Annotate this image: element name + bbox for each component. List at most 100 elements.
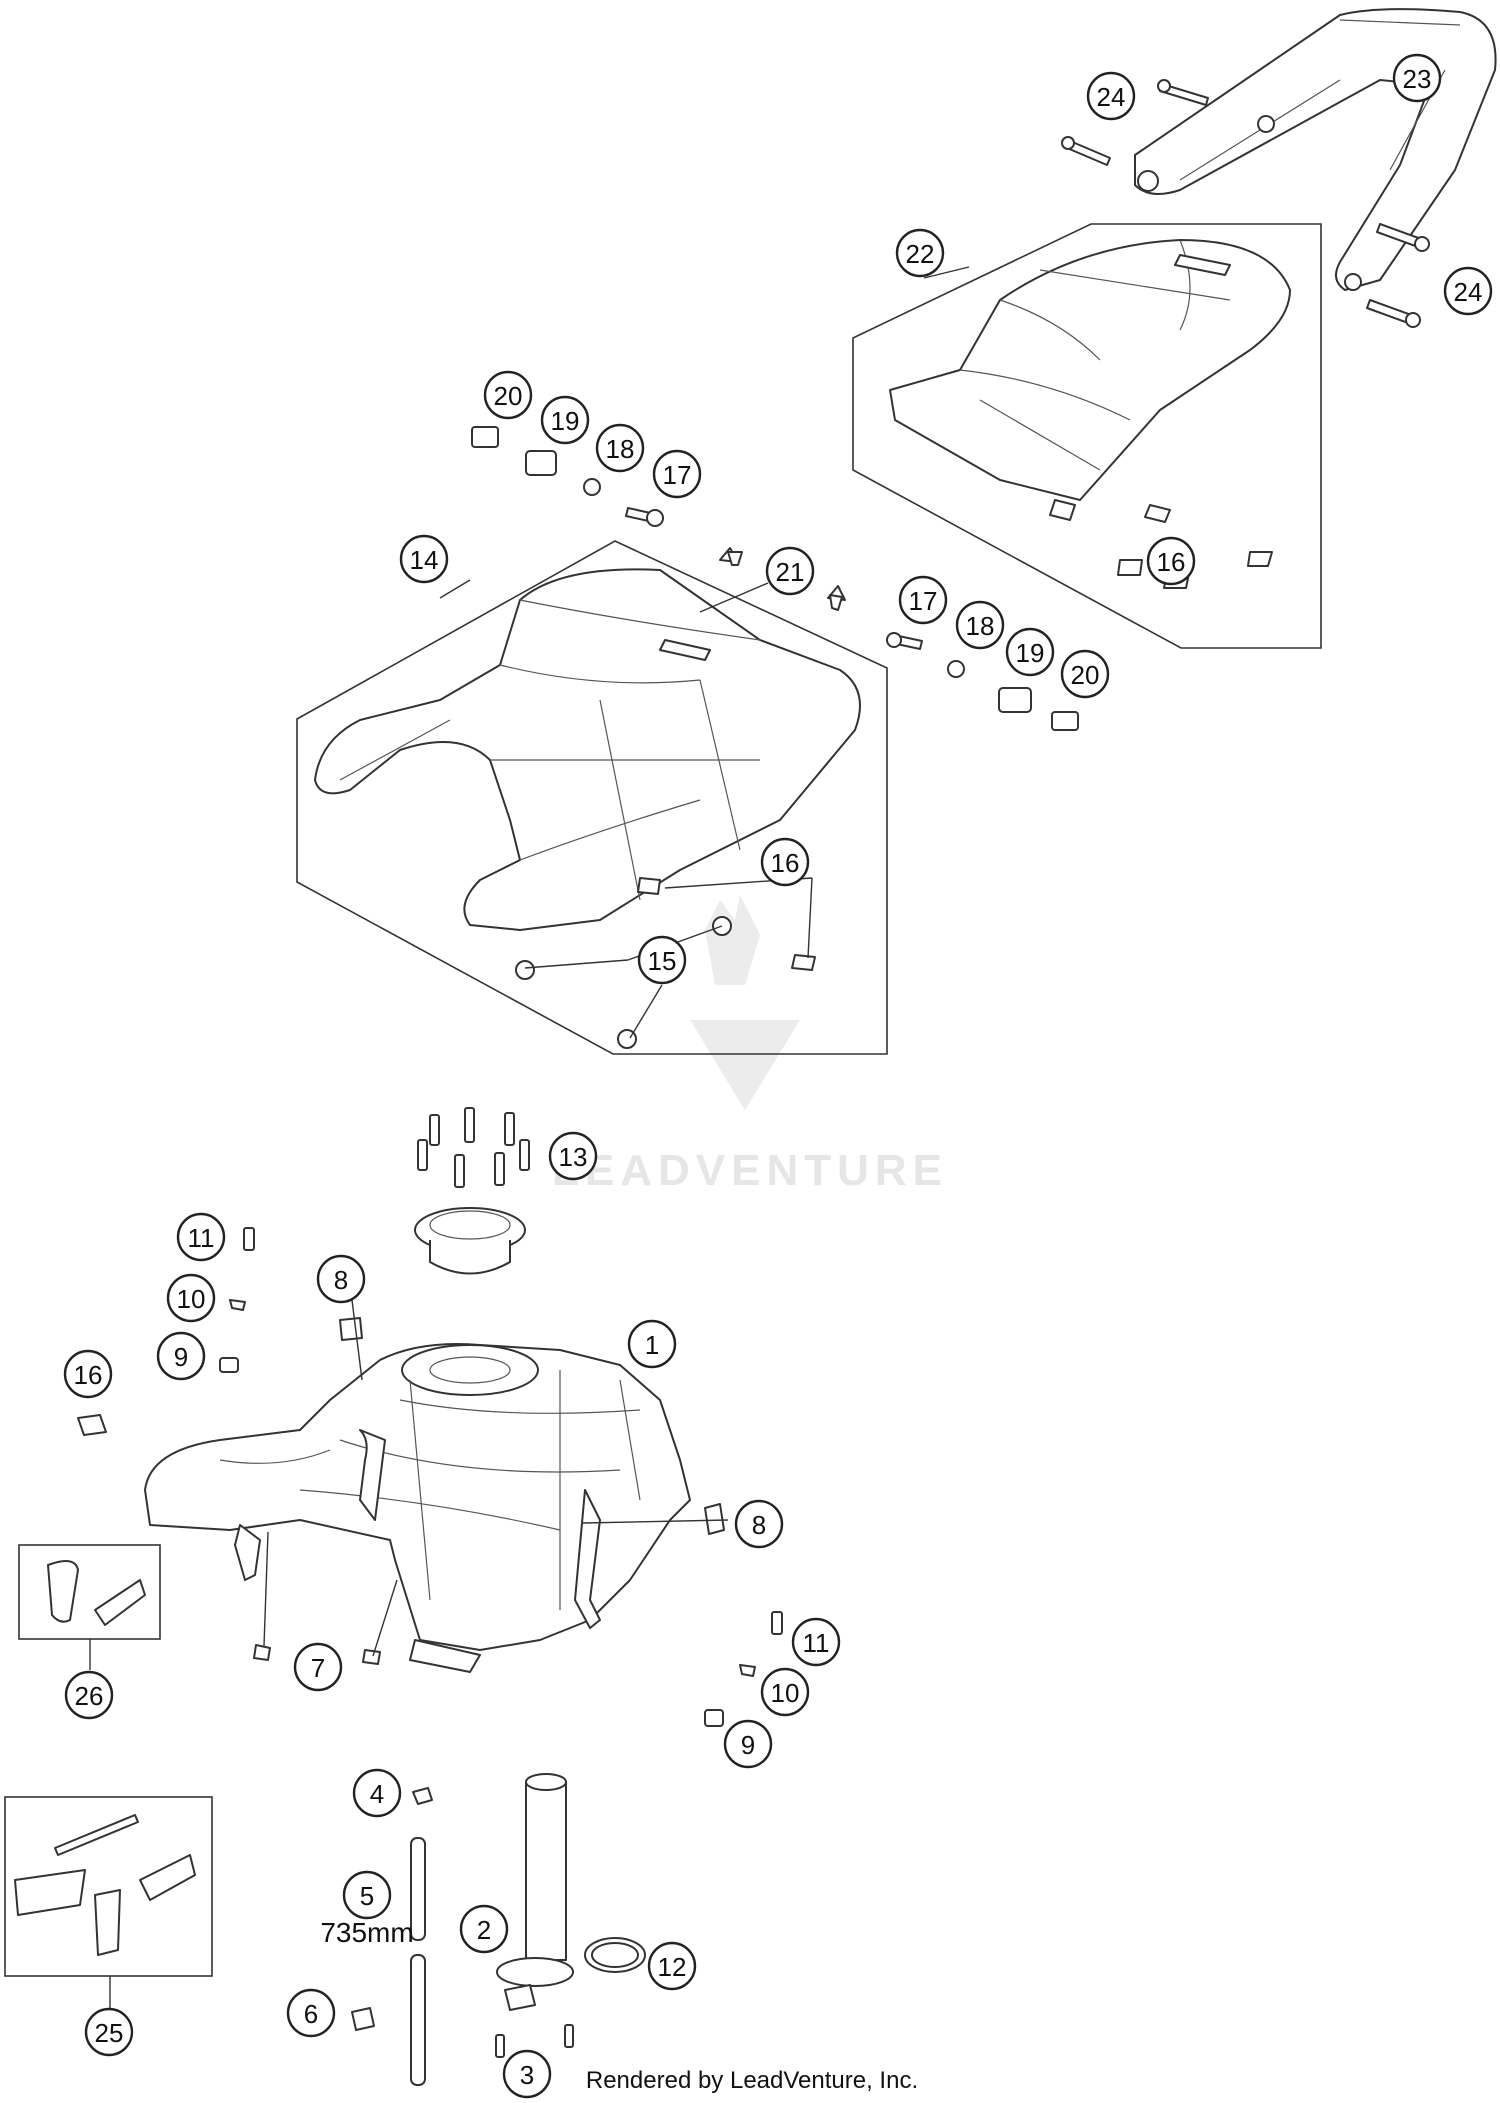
callout-circle (342, 1870, 392, 1920)
callout-8: 8 (316, 1254, 366, 1304)
callout-4: 4 (352, 1768, 402, 1818)
callout-number: 14 (410, 545, 439, 575)
callout-18: 18 (955, 600, 1005, 650)
callout-circle (63, 1349, 113, 1399)
callout-number: 10 (771, 1678, 800, 1708)
filler-cap-part (414, 1207, 526, 1275)
callout-circle (647, 1941, 697, 1991)
callout-number: 22 (906, 239, 935, 269)
callout-number: 9 (174, 1342, 188, 1372)
hose-length-label: 735mm (320, 1917, 413, 1948)
callout-number: 11 (188, 1223, 215, 1253)
callout-24: 24 (1443, 266, 1493, 316)
callout-circle (627, 1319, 677, 1369)
callout-15: 15 (637, 935, 687, 985)
callout-26: 26 (64, 1670, 114, 1720)
small-fastener-parts (77, 1227, 783, 1727)
callout-circle (898, 575, 948, 625)
callout-11: 11 (791, 1617, 841, 1667)
callout-circle (1146, 536, 1196, 586)
callout-17: 17 (898, 575, 948, 625)
callout-number: 1 (645, 1330, 659, 1360)
bushing-set-b-parts (886, 632, 1079, 731)
callout-circle (1005, 627, 1055, 677)
rider-seat-part (314, 547, 861, 1049)
callout-circle (540, 395, 590, 445)
callout-circle (84, 2007, 134, 2057)
callout-circle (595, 423, 645, 473)
callout-circle (723, 1719, 773, 1769)
callout-12: 12 (647, 1941, 697, 1991)
callout-number: 2 (477, 1915, 491, 1945)
callout-circle (652, 449, 702, 499)
callout-number: 20 (494, 381, 523, 411)
fuel-tank-part (144, 1343, 691, 1673)
callout-number: 9 (741, 1730, 755, 1760)
footer-credit: Rendered by LeadVenture, Inc. (586, 2067, 918, 2094)
bolt-24-parts (1061, 79, 1430, 328)
callout-13: 13 (548, 1131, 598, 1181)
callout-number: 20 (1071, 660, 1100, 690)
callout-circle (293, 1642, 343, 1692)
callout-number: 16 (771, 848, 800, 878)
rider-seat-box (296, 540, 888, 1055)
callout-number: 26 (75, 1681, 104, 1711)
callout-19: 19 (540, 395, 590, 445)
callout-circle (791, 1617, 841, 1667)
callout-number: 11 (803, 1628, 830, 1658)
callout-7: 7 (293, 1642, 343, 1692)
callout-number: 23 (1403, 64, 1432, 94)
bushing-set-a-parts (471, 426, 664, 527)
callout-10: 10 (760, 1667, 810, 1717)
callout-16: 16 (63, 1349, 113, 1399)
callout-number: 16 (1157, 547, 1186, 577)
leader-lines (89, 266, 970, 2010)
kit-25-box (4, 1796, 213, 1977)
callout-number: 16 (74, 1360, 103, 1390)
callout-number: 4 (370, 1779, 384, 1809)
callout-number: 18 (606, 434, 635, 464)
callout-number: 6 (304, 1999, 318, 2029)
callout-circle (1086, 71, 1136, 121)
callout-14: 14 (399, 534, 449, 584)
passenger-seat-box (852, 223, 1322, 649)
callout-circle (548, 1131, 598, 1181)
callout-circle (316, 1254, 366, 1304)
callout-circle (64, 1670, 114, 1720)
callout-circle (637, 935, 687, 985)
callout-circle (765, 546, 815, 596)
callout-circle (1443, 266, 1493, 316)
callout-number: 5 (360, 1881, 374, 1911)
callout-circle (760, 837, 810, 887)
callout-6: 6 (286, 1988, 336, 2038)
callout-circle (156, 1331, 206, 1381)
callout-16: 16 (1146, 536, 1196, 586)
callout-24: 24 (1086, 71, 1136, 121)
callout-11: 11 (176, 1212, 226, 1262)
kit-26-parts (47, 1560, 146, 1626)
callout-23: 23 (1392, 53, 1442, 103)
callout-21: 21 (765, 546, 815, 596)
callout-20: 20 (1060, 649, 1110, 699)
callout-circle (1060, 649, 1110, 699)
callout-circle (955, 600, 1005, 650)
callout-number: 25 (95, 2018, 124, 2048)
screws-13-parts (417, 1107, 530, 1188)
callout-number: 12 (658, 1952, 687, 1982)
callout-8: 8 (734, 1499, 784, 1549)
callout-number: 8 (334, 1265, 348, 1295)
hose-and-pump-parts (351, 1773, 646, 2086)
callout-16: 16 (760, 837, 810, 887)
callout-circle (166, 1273, 216, 1323)
callout-10: 10 (166, 1273, 216, 1323)
callout-number: 24 (1097, 82, 1126, 112)
callout-number: 21 (776, 557, 805, 587)
callout-20: 20 (483, 370, 533, 420)
callout-circle (176, 1212, 226, 1262)
callout-17: 17 (652, 449, 702, 499)
callout-3: 3 (502, 2049, 552, 2099)
callout-number: 7 (311, 1653, 325, 1683)
callout-circle (459, 1904, 509, 1954)
callout-number: 19 (551, 406, 580, 436)
